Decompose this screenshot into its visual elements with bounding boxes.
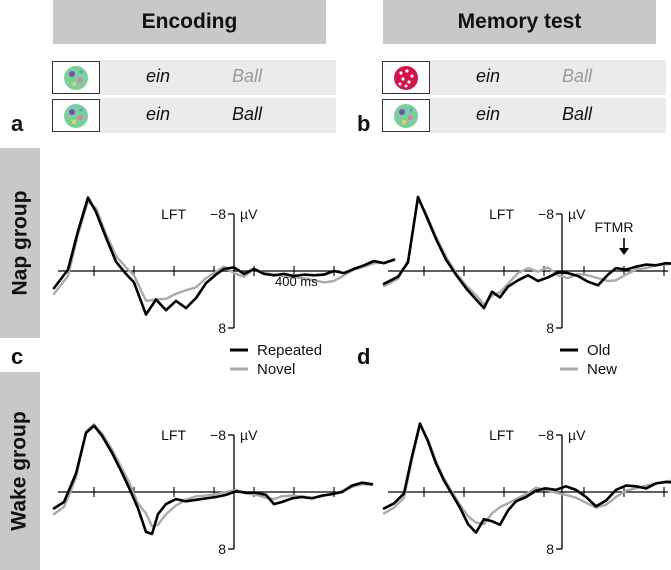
stimulus-image-frame [52, 61, 100, 94]
y-tick-label-bottom: 8 [218, 541, 226, 557]
channel-label: LFT [161, 427, 186, 443]
y-unit-label: µV [568, 206, 586, 222]
legend-label: Old [587, 342, 610, 359]
stimulus-image-frame [382, 61, 430, 94]
channel-label: LFT [489, 206, 514, 222]
red-ball-icon [394, 65, 418, 90]
panel-letter-b: b [357, 111, 371, 136]
y-tick-label-bottom: 8 [218, 320, 226, 336]
header-encoding: Encoding [53, 0, 326, 44]
article-word: ein [146, 66, 171, 86]
noun-word: Ball [232, 66, 263, 86]
panel-letter-a: a [11, 111, 24, 136]
ftmr-arrow-head [619, 248, 629, 255]
y-tick-label-top: −8 [210, 427, 226, 443]
legend-label: Repeated [257, 342, 322, 359]
series-line [382, 422, 671, 534]
green-ball-icon [394, 103, 418, 128]
noun-word: Ball [232, 104, 263, 124]
stimulus-row-memory-1 [430, 60, 666, 95]
panel-letter-c: c [11, 344, 24, 369]
noun-word: Ball [562, 66, 593, 86]
y-tick-label-top: −8 [538, 206, 554, 222]
series-line [52, 196, 396, 316]
y-unit-label: µV [240, 427, 258, 443]
header-memory-test: Memory test [383, 0, 656, 44]
ftmr-label: FTMR [595, 219, 634, 235]
channel-label: LFT [489, 427, 514, 443]
stimulus-image-frame [382, 99, 430, 132]
y-unit-label: µV [240, 206, 258, 222]
y-tick-label-bottom: 8 [546, 541, 554, 557]
green-ball-icon [64, 103, 88, 128]
y-unit-label: µV [568, 427, 586, 443]
side-label-nap-group: Nap group [0, 148, 40, 338]
y-tick-label-bottom: 8 [546, 320, 554, 336]
article-word: ein [476, 66, 501, 86]
side-label-wake-group: Wake group [0, 372, 40, 570]
green-ball-icon [64, 65, 88, 90]
stimulus-image-frame [52, 99, 100, 132]
y-tick-label-top: −8 [538, 427, 554, 443]
legend-label: New [587, 361, 617, 378]
legend-label: Novel [257, 361, 295, 378]
y-tick-label-top: −8 [210, 206, 226, 222]
series-line [52, 200, 396, 303]
panel-letter-d: d [357, 344, 371, 369]
article-word: ein [146, 104, 171, 124]
series-line [382, 195, 671, 310]
stimulus-row-encoding-1 [100, 60, 336, 95]
article-word: ein [476, 104, 501, 124]
time-scale-label: 400 ms [275, 274, 318, 289]
channel-label: LFT [161, 206, 186, 222]
noun-word: Ball [562, 104, 593, 124]
series-line [52, 424, 374, 536]
stimulus-row-encoding-2 [100, 98, 336, 133]
stimulus-row-memory-2 [430, 98, 666, 133]
